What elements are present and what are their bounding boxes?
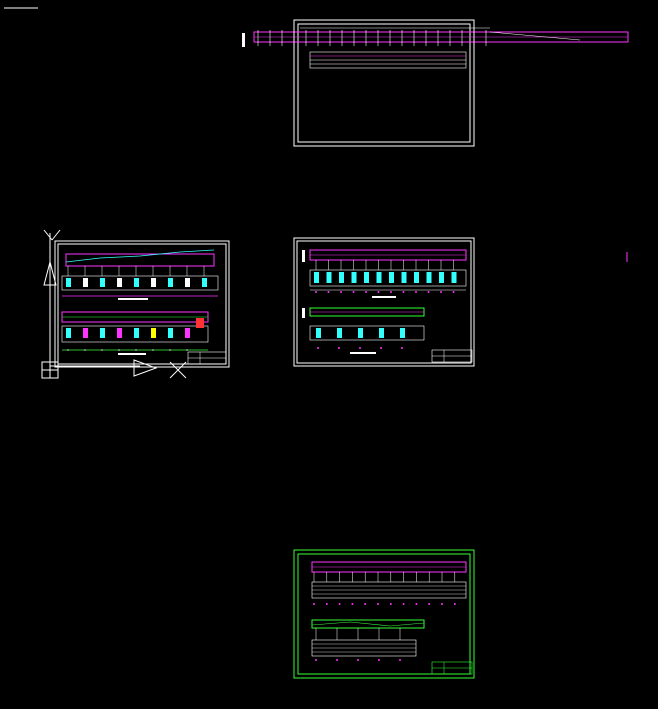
station-dot (377, 291, 380, 293)
station-dot (389, 603, 392, 605)
station-dot (452, 291, 455, 293)
vertical-title-block-1 (242, 33, 245, 47)
pier-block (389, 272, 394, 283)
station-dot (364, 603, 367, 605)
pier-block (83, 328, 88, 338)
station-dot (365, 291, 367, 293)
vertical-title-block-3 (302, 250, 305, 262)
station-dot (402, 603, 405, 605)
station-dot (315, 291, 317, 293)
station-dot (440, 291, 442, 293)
station-dot (380, 347, 382, 349)
pier-block (117, 328, 122, 338)
drawing-sheet-2[interactable] (41, 229, 230, 379)
station-dot (351, 603, 354, 605)
pier-block (66, 278, 71, 287)
station-dot (390, 291, 392, 293)
pier-block (151, 278, 156, 287)
pier-block (151, 328, 156, 338)
pier-block (134, 278, 139, 287)
sheet3-lower-profile (309, 307, 425, 354)
pier-block (168, 278, 173, 287)
profile-strip-long (253, 27, 629, 46)
sheet4-title-block (431, 661, 473, 675)
sheet3-upper-profile (309, 249, 467, 298)
data-table-1 (309, 51, 467, 69)
station-dot (399, 659, 401, 661)
pier-block (401, 272, 407, 283)
station-dot (377, 603, 379, 605)
station-dot (315, 659, 317, 661)
station-dot (338, 603, 341, 605)
drawing-sheet-4[interactable] (293, 549, 475, 679)
sheet3-title-block (431, 349, 473, 363)
drawing-sheet-3[interactable] (293, 237, 475, 367)
pier-block (134, 328, 139, 338)
pier-block (316, 328, 321, 338)
station-dot (427, 291, 430, 293)
station-dot (336, 659, 338, 661)
pier-block (414, 272, 419, 283)
station-dot (441, 603, 443, 605)
station-dot (402, 291, 405, 293)
sheet2-lower-profile (61, 311, 209, 355)
pier-block (400, 328, 405, 338)
station-dot (401, 347, 403, 349)
station-dot (327, 291, 330, 293)
pier-block (117, 278, 122, 287)
pier-block (100, 328, 105, 338)
sheet2-upper-profile (61, 249, 219, 300)
pier-block (202, 278, 207, 287)
station-dot (357, 659, 359, 661)
station-dot (428, 603, 431, 605)
station-dot (317, 347, 319, 349)
pier-block (100, 278, 105, 287)
station-dot (338, 347, 340, 349)
vertical-title-block-3b (302, 308, 305, 318)
pier-block (364, 272, 369, 283)
pier-block (451, 272, 457, 283)
pier-block (185, 278, 190, 287)
sheet2-title-block (187, 351, 227, 365)
pier-block (376, 272, 382, 283)
sheet4-lower-profile (311, 619, 425, 661)
station-dot (313, 603, 315, 605)
pier-block (358, 328, 363, 338)
pier-block (351, 272, 357, 283)
ucs-origin-icon (41, 229, 158, 379)
pier-block (314, 272, 319, 283)
pier-block (439, 272, 444, 283)
station-dot (340, 291, 342, 293)
station-dot (352, 291, 355, 293)
pier-block (339, 272, 344, 283)
sheet4-upper-profile (311, 561, 467, 605)
pier-block (326, 272, 332, 283)
pier-block (66, 328, 71, 338)
station-dot (325, 603, 328, 605)
station-dot (359, 347, 361, 349)
pier-block (185, 328, 190, 338)
pier-block (337, 328, 342, 338)
station-dot (415, 603, 418, 605)
drawing-sheet-1[interactable] (242, 19, 629, 147)
station-dot (415, 291, 417, 293)
station-dot (378, 659, 380, 661)
pier-block (83, 278, 88, 287)
pier-block (379, 328, 384, 338)
pier-block (426, 272, 432, 283)
pier-block (168, 328, 173, 338)
station-dot (453, 603, 456, 605)
crosshair-cursor-icon (169, 361, 187, 379)
